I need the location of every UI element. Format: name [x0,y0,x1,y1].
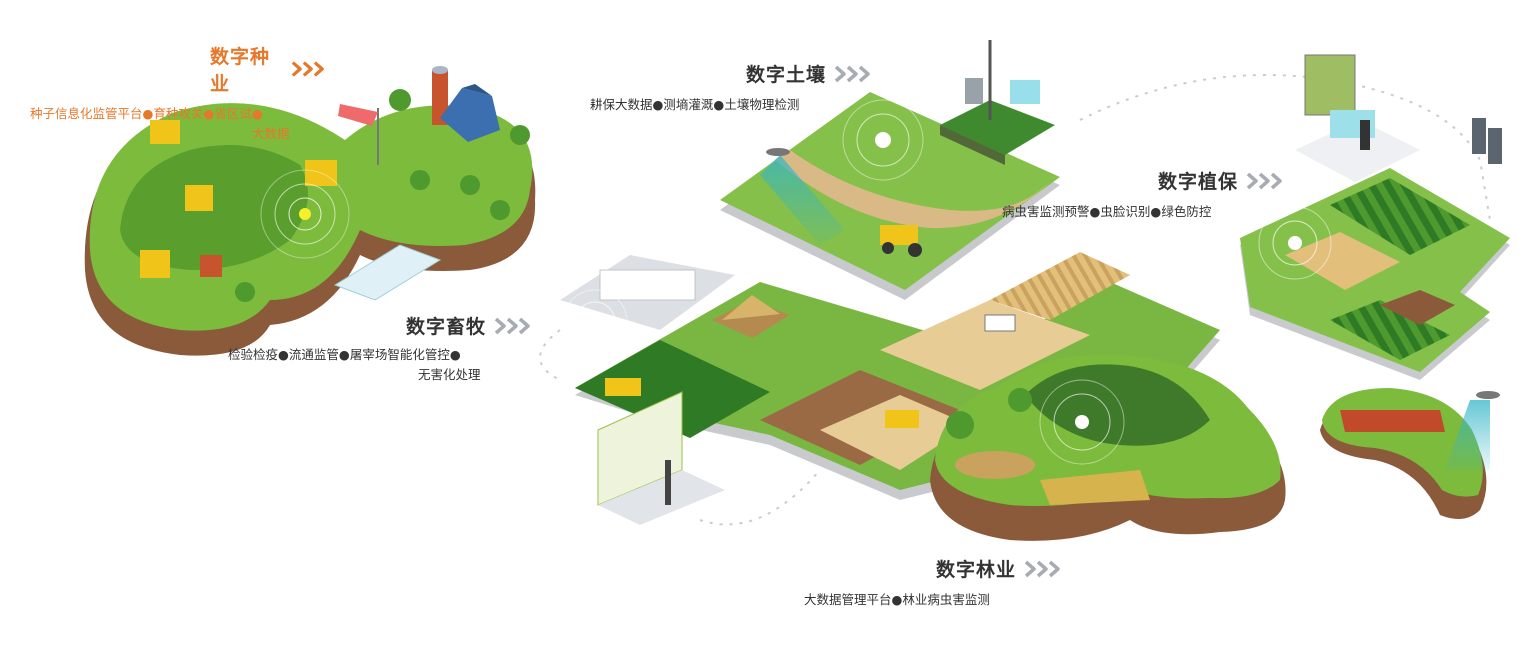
soil-title: 数字土壤 [746,64,827,86]
chevron-right-icon [1024,560,1060,577]
seed-desc-line1: 种子信息化监管平台●育种攻关●省区试● [30,106,263,121]
soil-desc: 耕保大数据●测墒灌溉●土壤物理检测 [590,97,800,112]
section-soil: 数字土壤 耕保大数据●测墒灌溉●土壤物理检测 [590,60,890,115]
chevron-right-icon [1246,172,1282,189]
plant-title-link[interactable]: 数字植保 [1158,167,1292,194]
dotted-connector [539,74,1491,526]
chevron-right-icon [292,61,325,77]
seed-title: 数字种业 [210,46,271,95]
forest-title-link[interactable]: 数字林业 [936,555,1074,582]
livestock-title: 数字畜牧 [406,316,487,338]
forest-desc: 大数据管理平台●林业病虫害监测 [804,592,990,607]
section-livestock: 数字畜牧 检验检疫●流通监管●屠宰场智能化管控● 无害化处理 [228,312,548,385]
seed-desc-line2: 大数据 [252,126,290,141]
soil-title-link[interactable]: 数字土壤 [746,60,890,87]
livestock-desc-line2: 无害化处理 [418,367,481,382]
plant-protection-field [1240,54,1510,380]
seed-title-link[interactable]: 数字种业 [210,42,330,96]
section-forestry: 数字林业 大数据管理平台●林业病虫害监测 [804,555,1074,610]
section-seed-industry: 数字种业 种子信息化监管平台●育种攻关●省区试● 大数据 [30,42,330,144]
livestock-title-link[interactable]: 数字畜牧 [406,312,548,339]
chevron-right-icon [494,317,530,334]
seed-island [84,66,536,356]
soil-plot [720,40,1060,300]
forest-title: 数字林业 [936,559,1017,581]
forest-hotspot-icon[interactable] [1039,379,1125,465]
plant-title: 数字植保 [1158,171,1239,193]
greenhouse-island [1320,388,1500,519]
plant-desc: 病虫害监测预警●虫脸识别●绿色防控 [1002,204,1212,219]
forest-island [930,354,1286,541]
chevron-right-icon [834,65,870,82]
livestock-desc-line1: 检验检疫●流通监管●屠宰场智能化管控● [228,347,461,362]
section-plant-protection: 数字植保 病虫害监测预警●虫脸识别●绿色防控 [1002,167,1292,222]
plant-hotspot-icon[interactable] [1258,206,1332,280]
seed-hotspot-icon[interactable] [260,169,350,259]
livestock-hotspot-icon[interactable] [562,289,628,355]
soil-hotspot-icon[interactable] [842,99,924,181]
